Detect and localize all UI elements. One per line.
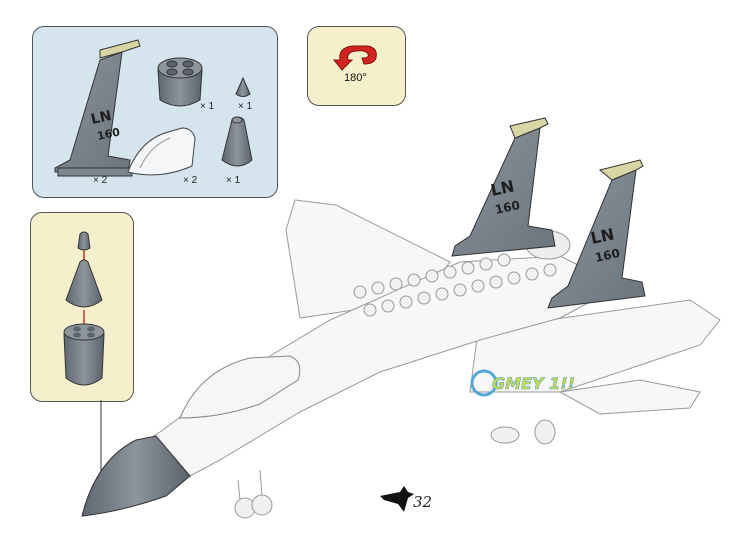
rotate-label: 180° [344, 72, 367, 84]
watermark-text: GMEY 1!! [492, 374, 575, 393]
small-cone-part [236, 78, 250, 97]
round-brick-qty: × 1 [200, 101, 214, 112]
page-number: 32 [413, 493, 432, 511]
jet-silhouette-icon [380, 486, 414, 512]
rotate-arrow-icon [334, 46, 376, 70]
canopy-qty: × 2 [183, 175, 197, 186]
canopy-part [128, 128, 195, 175]
nose-cone-qty: × 1 [226, 175, 240, 186]
nose-cone-part [222, 117, 252, 166]
tail-fin-part: LN 160 [55, 40, 140, 176]
tail-fin-qty: × 2 [93, 175, 107, 186]
assembly-stack [64, 232, 104, 385]
small-cone-qty: × 1 [238, 101, 252, 112]
left-tail-fin: LN 160 [452, 118, 555, 256]
aircraft-outline [98, 200, 720, 518]
round-brick-part [158, 58, 202, 106]
